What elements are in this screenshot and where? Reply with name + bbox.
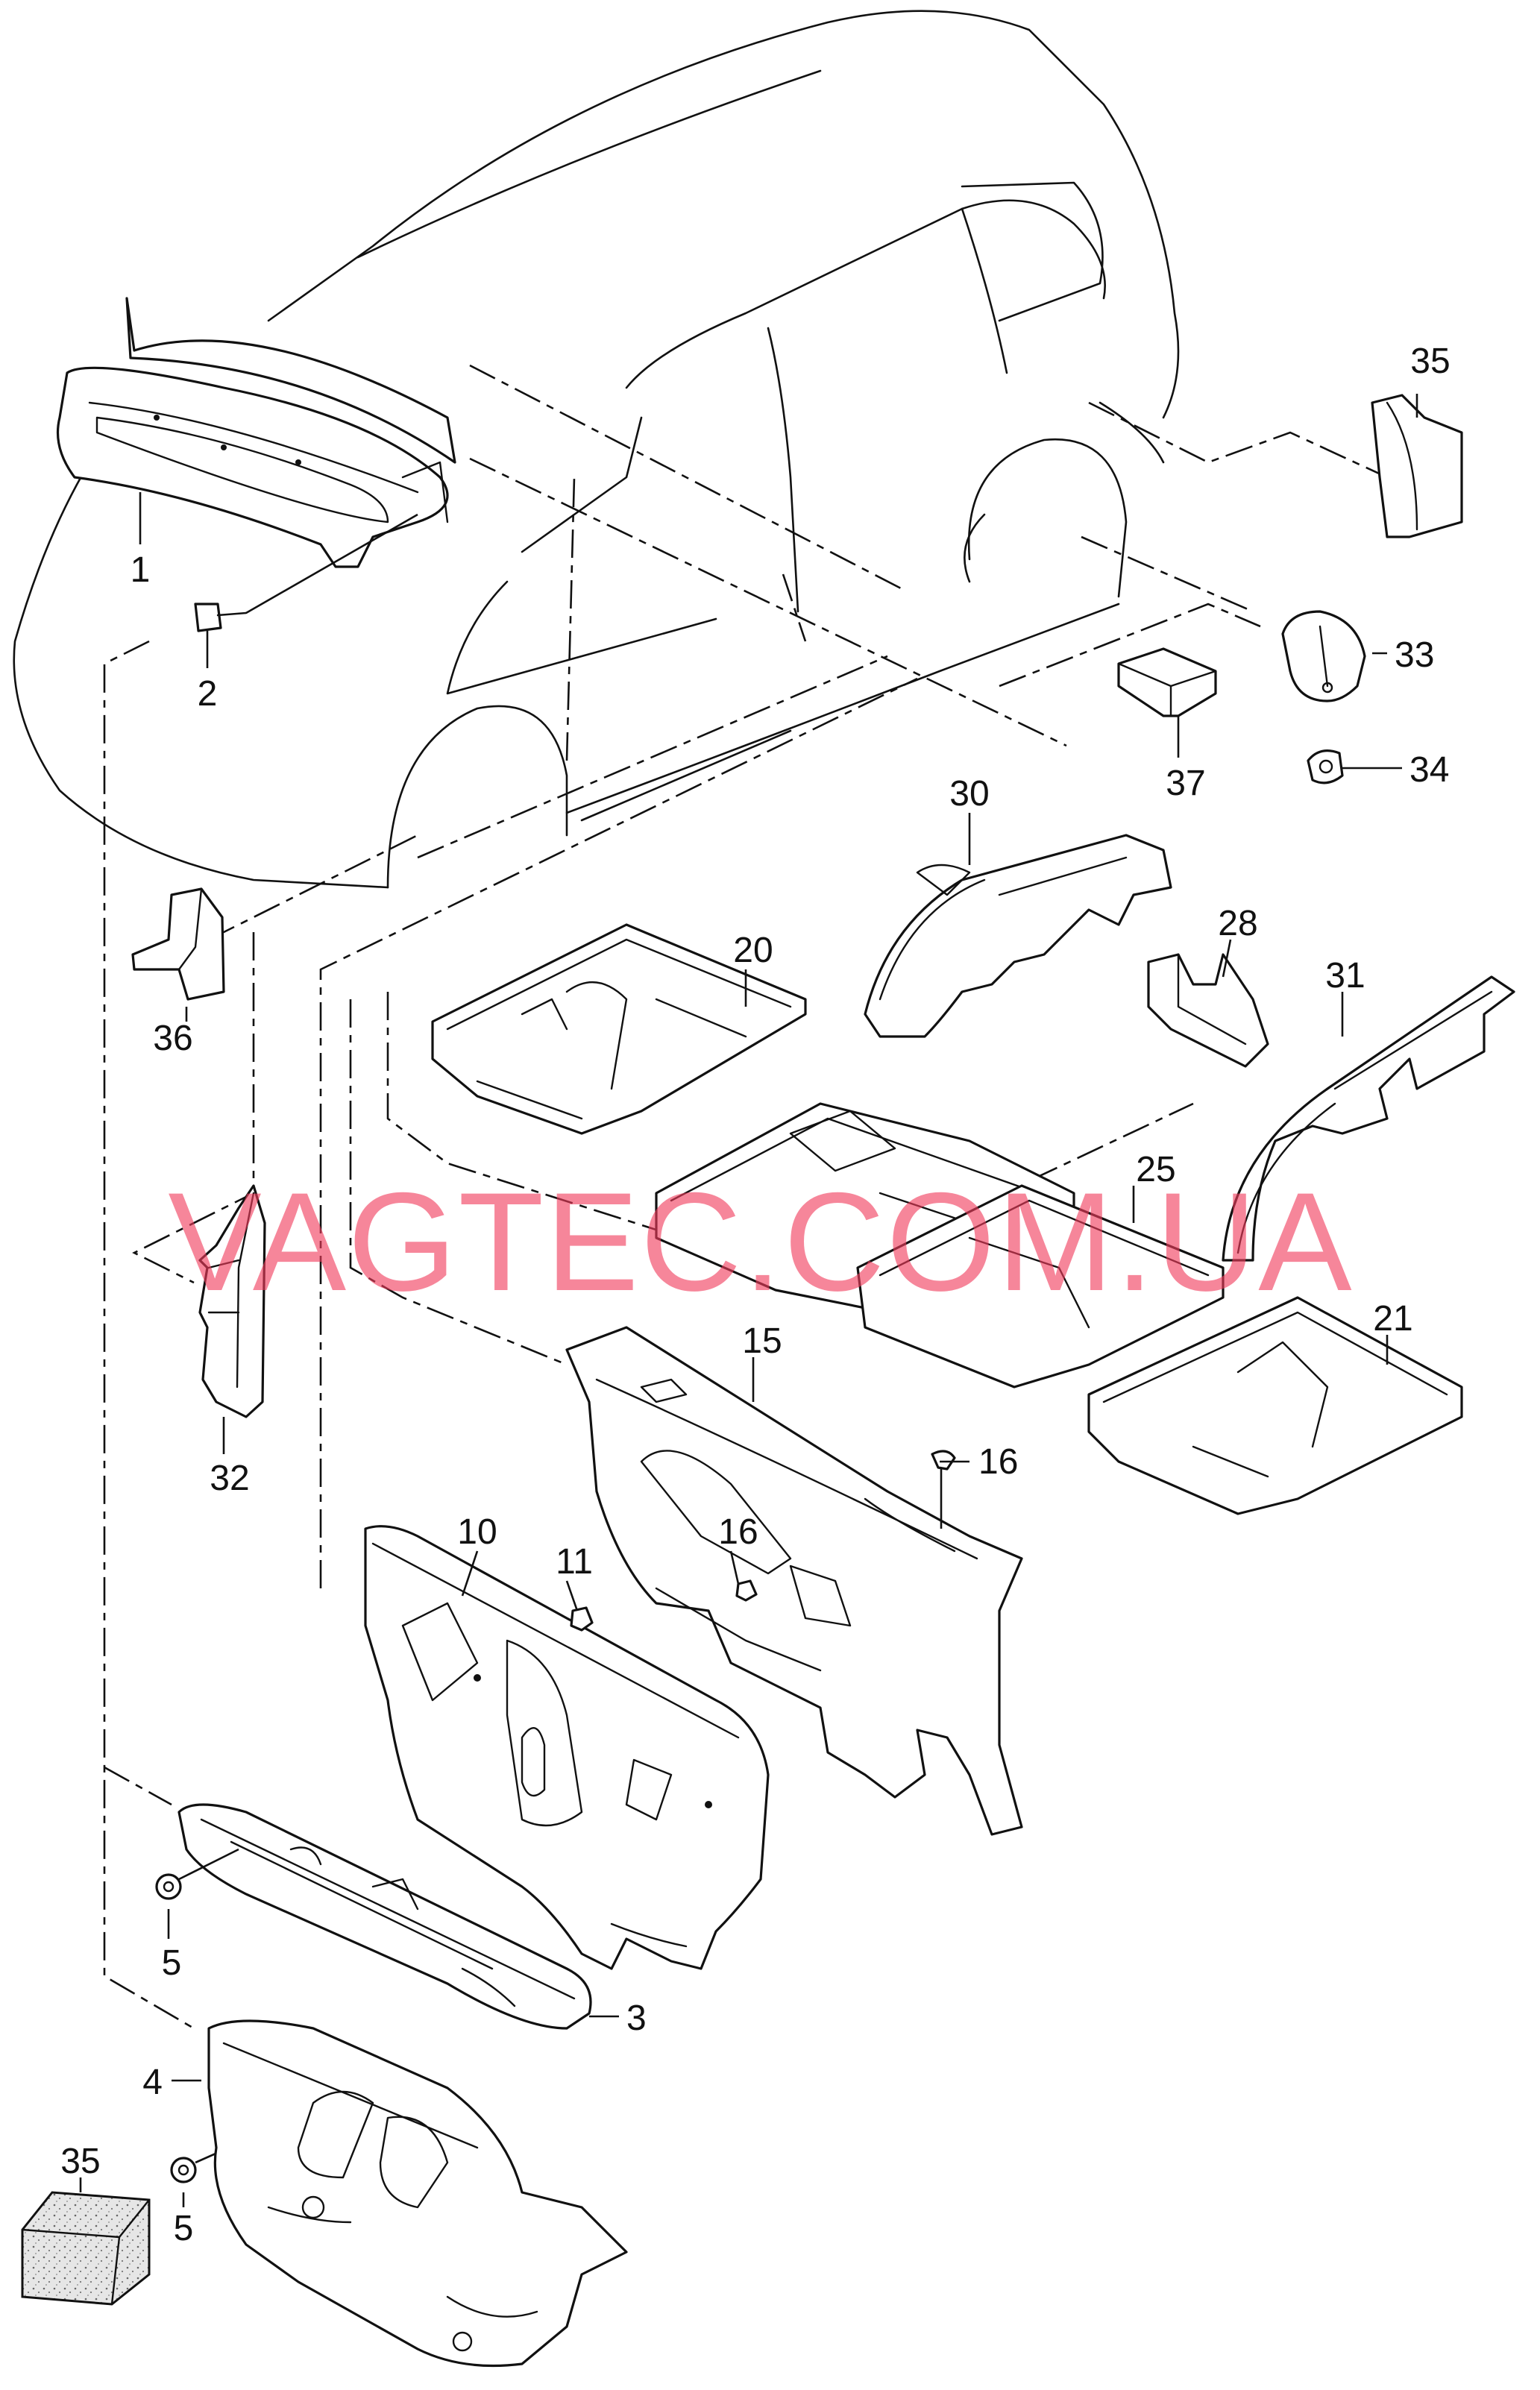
label-part-33: 33 [1395,635,1434,675]
part-31-rear-wheelhouse [1222,975,1515,1262]
label-part-5-upper: 5 [162,1943,182,1983]
label-part-5-lower: 5 [174,2209,194,2248]
label-part-11: 11 [556,1542,593,1582]
part-3-insulation-bar [177,1803,592,2030]
label-part-16-upper: 16 [978,1442,1018,1482]
label-part-1: 1 [131,550,151,590]
car-body-outline [13,10,1180,889]
part-34-grommet [1307,749,1344,784]
label-part-15: 15 [742,1321,782,1361]
dashed-leader-lines [103,364,1388,2030]
part-15-tunnel-insulation [565,1326,1023,1836]
label-part-35-lower: 35 [60,2142,100,2181]
label-part-10: 10 [457,1512,497,1552]
part-21-rear-floor-insulation [1087,1296,1463,1515]
part-16-clip-lower [735,1579,758,1602]
label-part-20: 20 [733,931,773,970]
part-20-floor-insulation [431,923,807,1135]
label-part-32: 32 [210,1459,249,1498]
label-part-37: 37 [1166,764,1205,803]
part-30-wheelhouse-insulation [864,834,1172,1038]
part-35-rear-insulation [1371,394,1463,538]
label-part-28: 28 [1218,904,1257,943]
part-5-clip-upper [155,1848,239,1900]
part-1-hood-insulation [57,297,456,568]
label-part-30: 30 [949,774,989,814]
part-36-insulation-wedge [131,887,225,1001]
label-part-4: 4 [142,2063,163,2102]
part-32-side-insulation [198,1184,266,1418]
part-28-foam-wedge [1147,953,1269,1068]
label-part-25: 25 [1136,1150,1175,1189]
part-10-firewall-insulation [364,1525,770,1970]
label-part-35-upper: 35 [1410,342,1450,381]
label-part-2: 2 [198,674,218,714]
label-part-36: 36 [153,1019,192,1058]
label-part-16-lower: 16 [718,1512,758,1552]
part-4-dash-insulation [207,2019,628,2368]
part-11-clip [570,1606,594,1632]
label-part-34: 34 [1409,750,1449,790]
part-33-cap [1281,610,1366,702]
part-35-foam-block [21,2191,151,2306]
label-part-21: 21 [1373,1299,1412,1339]
label-part-3: 3 [626,1999,647,2038]
part-labels: 1 2 36 32 35 33 34 37 30 28 31 20 25 21 … [60,342,1450,2248]
watermark: VAGTEC.COM.UA [168,1163,1353,1320]
part-25-floor-insulation-middle [655,1102,1225,1389]
label-leaders [79,394,1418,2207]
part-16-clip-upper [931,1450,956,1529]
part-37-insulation-pad [1117,647,1217,717]
label-part-31: 31 [1325,956,1365,996]
part-2-clip [194,513,418,632]
